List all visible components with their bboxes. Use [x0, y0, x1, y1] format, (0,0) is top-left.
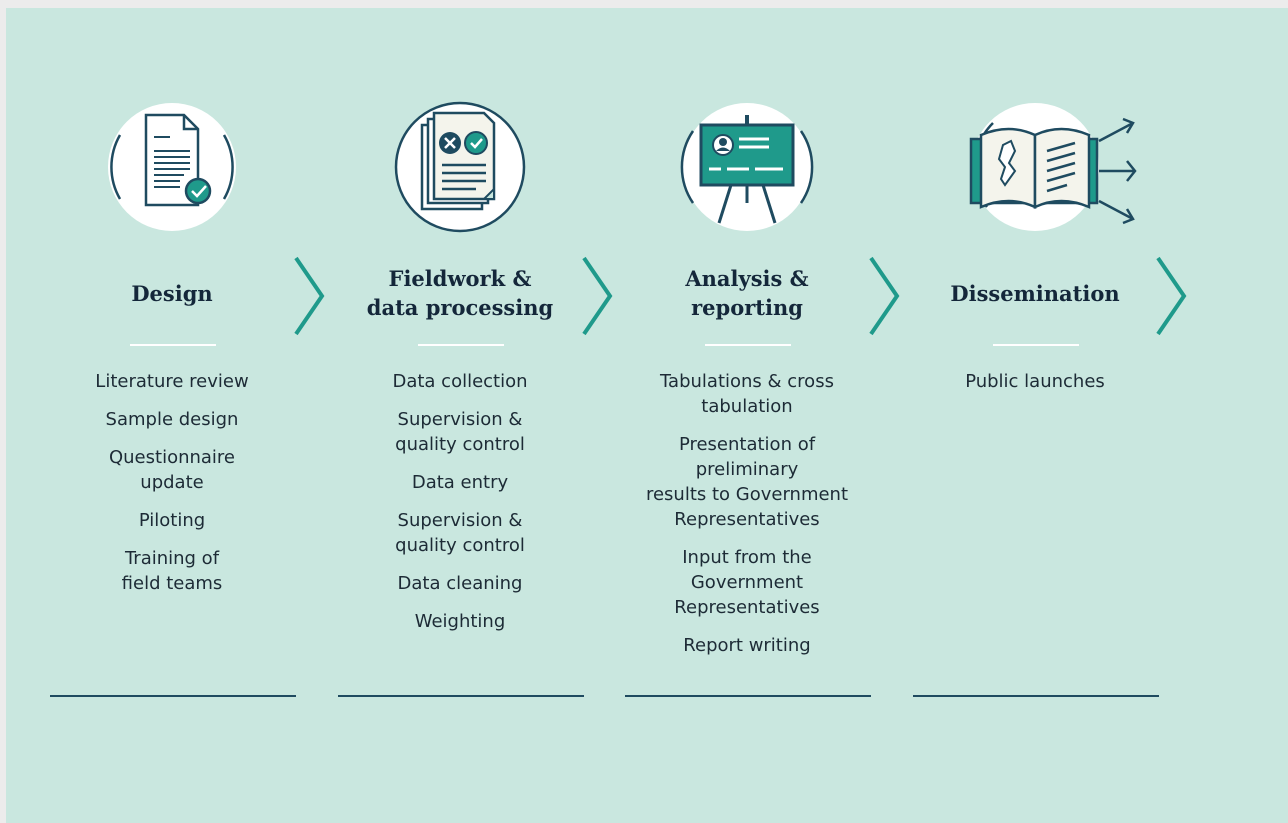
presentation-board-icon [675, 95, 819, 251]
stage-title: Fieldwork & data processing [366, 266, 554, 320]
stage-title: Design [131, 280, 213, 306]
list-item: Public launches [965, 371, 1105, 392]
stage-dissemination: Dissemination Public launches [913, 8, 1201, 708]
stage-design: Design Literature review Sample design Q… [50, 8, 338, 708]
list-item: Supervision & quality control [395, 510, 525, 556]
divider [338, 695, 584, 697]
list-item: Supervision & quality control [395, 409, 525, 455]
stage-title: Dissemination [950, 280, 1120, 306]
stage-items: Public launches [913, 369, 1157, 407]
stage-analysis: Analysis & reporting Tabulations & cross… [625, 8, 913, 708]
list-item: Tabulations & cross tabulation [660, 371, 834, 417]
list-item: Presentation of preliminary results to G… [645, 434, 849, 530]
divider [625, 695, 871, 697]
stage-items: Tabulations & cross tabulation Presentat… [625, 369, 869, 671]
list-item: Weighting [414, 611, 506, 632]
divider [993, 344, 1079, 346]
process-diagram: Design Literature review Sample design Q… [6, 8, 1288, 823]
stage-items: Literature review Sample design Question… [50, 369, 294, 609]
list-item: Piloting [138, 510, 206, 531]
list-item: Data entry [411, 472, 509, 493]
chevron-right-icon [582, 256, 613, 336]
list-item: Report writing [683, 635, 811, 656]
divider [130, 344, 216, 346]
divider [705, 344, 791, 346]
list-item: Questionnaire update [108, 447, 236, 493]
stage-fieldwork: Fieldwork & data processing Data collect… [338, 8, 626, 708]
forms-review-icon [388, 95, 532, 251]
list-item: Training of field teams [121, 548, 223, 594]
divider [418, 344, 504, 346]
list-item: Input from the Government Representative… [674, 547, 820, 618]
chevron-right-icon [869, 256, 900, 336]
divider [50, 695, 296, 697]
list-item: Sample design [105, 409, 239, 430]
divider [913, 695, 1159, 697]
chevron-right-icon [1156, 256, 1187, 336]
stage-items: Data collection Supervision & quality co… [338, 369, 582, 647]
chevron-right-icon [294, 256, 325, 336]
list-item: Literature review [95, 371, 249, 392]
list-item: Data cleaning [397, 573, 523, 594]
open-book-map-icon [963, 95, 1137, 251]
list-item: Data collection [392, 371, 528, 392]
stage-title: Analysis & reporting [685, 266, 809, 320]
document-check-icon [100, 95, 244, 251]
